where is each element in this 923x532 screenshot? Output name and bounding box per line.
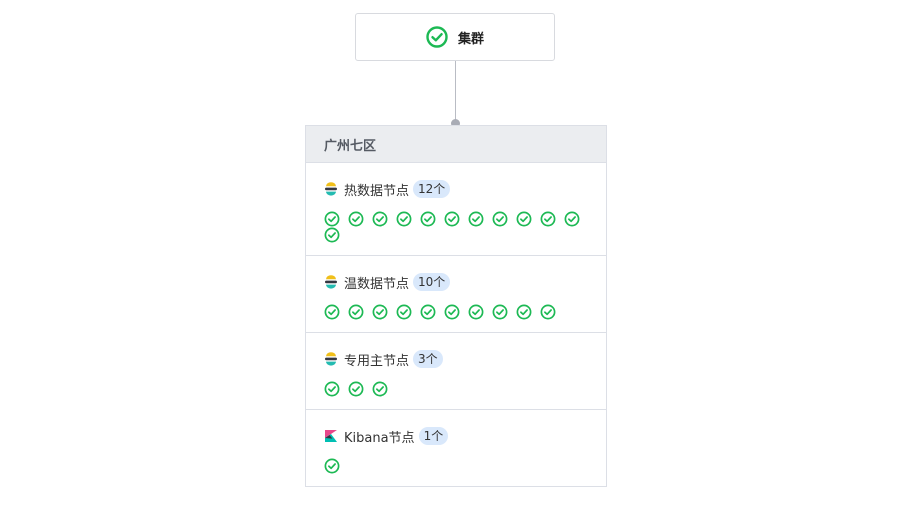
node-healthy-check-icon[interactable]	[348, 304, 364, 320]
node-healthy-check-icon[interactable]	[324, 304, 340, 320]
node-group-warm: 温数据节点 10个	[306, 255, 606, 332]
connector-line	[455, 61, 456, 123]
node-healthy-check-icon[interactable]	[372, 211, 388, 227]
group-name: 温数据节点	[344, 276, 410, 292]
count-badge: 12个	[413, 180, 451, 198]
node-status-list	[324, 211, 588, 243]
zone-panel: 广州七区 热数据节点 12个 温数据	[305, 125, 607, 487]
connector-dot	[451, 119, 460, 128]
count-badge: 1个	[418, 427, 449, 445]
elasticsearch-icon	[324, 352, 338, 366]
count-badge: 10个	[413, 273, 451, 291]
zone-name: 广州七区	[324, 138, 377, 154]
node-healthy-check-icon[interactable]	[420, 211, 436, 227]
node-status-list	[324, 304, 588, 320]
node-healthy-check-icon[interactable]	[540, 211, 556, 227]
node-healthy-check-icon[interactable]	[564, 211, 580, 227]
node-healthy-check-icon[interactable]	[348, 381, 364, 397]
node-healthy-check-icon[interactable]	[324, 458, 340, 474]
node-healthy-check-icon[interactable]	[516, 211, 532, 227]
node-status-list	[324, 381, 588, 397]
node-healthy-check-icon[interactable]	[324, 227, 340, 243]
node-status-list	[324, 458, 588, 474]
node-healthy-check-icon[interactable]	[540, 304, 556, 320]
node-group-hot: 热数据节点 12个	[306, 162, 606, 255]
node-group-master: 专用主节点 3个	[306, 332, 606, 409]
cluster-title: 集群	[457, 31, 484, 47]
check-circle-icon	[426, 26, 448, 48]
node-healthy-check-icon[interactable]	[516, 304, 532, 320]
node-healthy-check-icon[interactable]	[492, 304, 508, 320]
node-healthy-check-icon[interactable]	[372, 304, 388, 320]
node-healthy-check-icon[interactable]	[420, 304, 436, 320]
node-healthy-check-icon[interactable]	[444, 304, 460, 320]
group-name: 热数据节点	[344, 183, 410, 199]
node-healthy-check-icon[interactable]	[324, 381, 340, 397]
node-healthy-check-icon[interactable]	[348, 211, 364, 227]
node-healthy-check-icon[interactable]	[492, 211, 508, 227]
node-group-kibana: Kibana节点 1个	[306, 409, 606, 486]
node-healthy-check-icon[interactable]	[396, 304, 412, 320]
node-healthy-check-icon[interactable]	[468, 304, 484, 320]
node-healthy-check-icon[interactable]	[396, 211, 412, 227]
node-healthy-check-icon[interactable]	[372, 381, 388, 397]
zone-header: 广州七区	[306, 126, 606, 162]
group-name: 专用主节点	[344, 353, 410, 369]
kibana-icon	[324, 429, 338, 443]
node-healthy-check-icon[interactable]	[444, 211, 460, 227]
cluster-node[interactable]: 集群	[355, 13, 555, 61]
count-badge: 3个	[413, 350, 443, 368]
node-healthy-check-icon[interactable]	[468, 211, 484, 227]
group-name: Kibana节点	[344, 430, 415, 446]
node-healthy-check-icon[interactable]	[324, 211, 340, 227]
elasticsearch-icon	[324, 275, 338, 289]
elasticsearch-icon	[324, 182, 338, 196]
